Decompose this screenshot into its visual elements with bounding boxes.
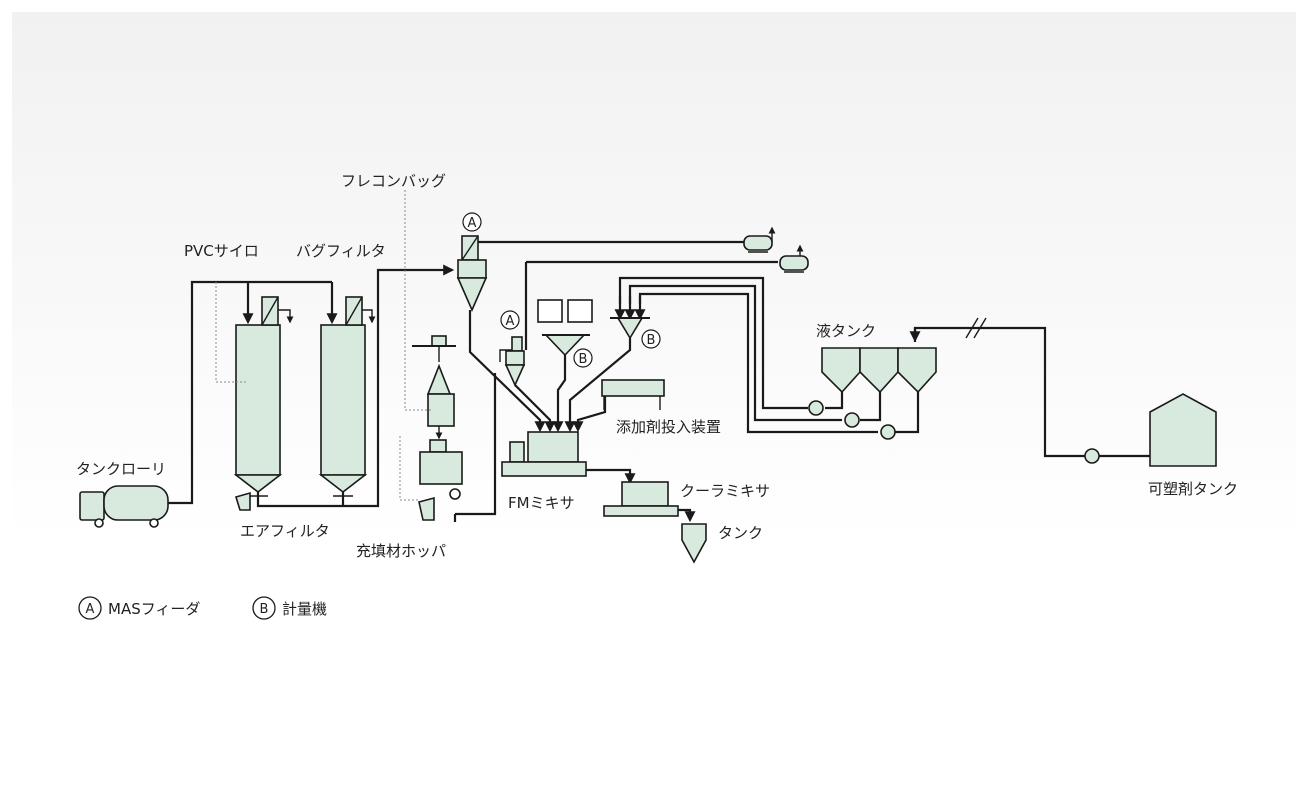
svg-text:A: A [468,216,477,231]
svg-text:B: B [260,602,269,617]
additive-feeder [601,379,665,410]
weigher-b-2 [610,317,650,340]
label-pvc-silo: PVCサイロ [184,242,259,260]
label-plasticizer-tank: 可塑剤タンク [1148,480,1238,498]
svg-text:A: A [506,314,515,329]
legend-a: A MASフィーダ [78,596,200,620]
mas-feeder-large [456,235,488,312]
label-tank: タンク [718,524,763,542]
legend: A MASフィーダ B 計量機 [78,596,327,620]
label-fm-mixer: FMミキサ [508,494,575,512]
mas-feeder-small [499,336,526,387]
leader-lines [215,190,432,501]
plasticizer-tank [1149,393,1217,467]
pipe-break-mark [965,317,987,339]
label-liquid-tank: 液タンク [816,322,876,340]
flexible-bag [412,335,463,521]
label-additive-feeder: 添加剤投入装置 [616,418,721,436]
air-filter [234,491,251,511]
tank-lorry [79,485,169,528]
piping [168,226,1150,523]
label-filler-hopper: 充填材ホッパ [356,542,446,560]
fm-mixer [501,431,587,477]
pvc-silo-1 [233,296,283,497]
blower-1 [743,235,773,253]
label-air-filter: エアフィルタ [240,522,330,540]
marker-a-large: A [462,212,482,232]
blower-2 [779,255,809,273]
svg-text:B: B [579,352,588,367]
label-bag-filter: バグフィルタ [296,242,386,260]
legend-b: B 計量機 [252,596,327,620]
svg-text:B: B [647,333,656,348]
svg-text:A: A [86,602,95,617]
pumps [808,400,1100,464]
marker-a-small: A [500,310,520,330]
label-flexible-bag: フレコンバッグ [341,172,446,190]
label-tank-lorry: タンクローリ [76,460,166,478]
legend-a-text: MASフィーダ [108,600,200,618]
marker-b-1: B [573,348,593,368]
marker-b-2: B [641,329,661,349]
legend-b-text: 計量機 [282,600,327,618]
label-cooler-mixer: クーラミキサ [680,482,770,500]
weigher-b-1 [537,299,593,357]
small-tank [681,523,707,564]
liquid-tanks [821,347,937,394]
pvc-silo-2 [318,296,368,497]
cooler-mixer [603,481,679,517]
